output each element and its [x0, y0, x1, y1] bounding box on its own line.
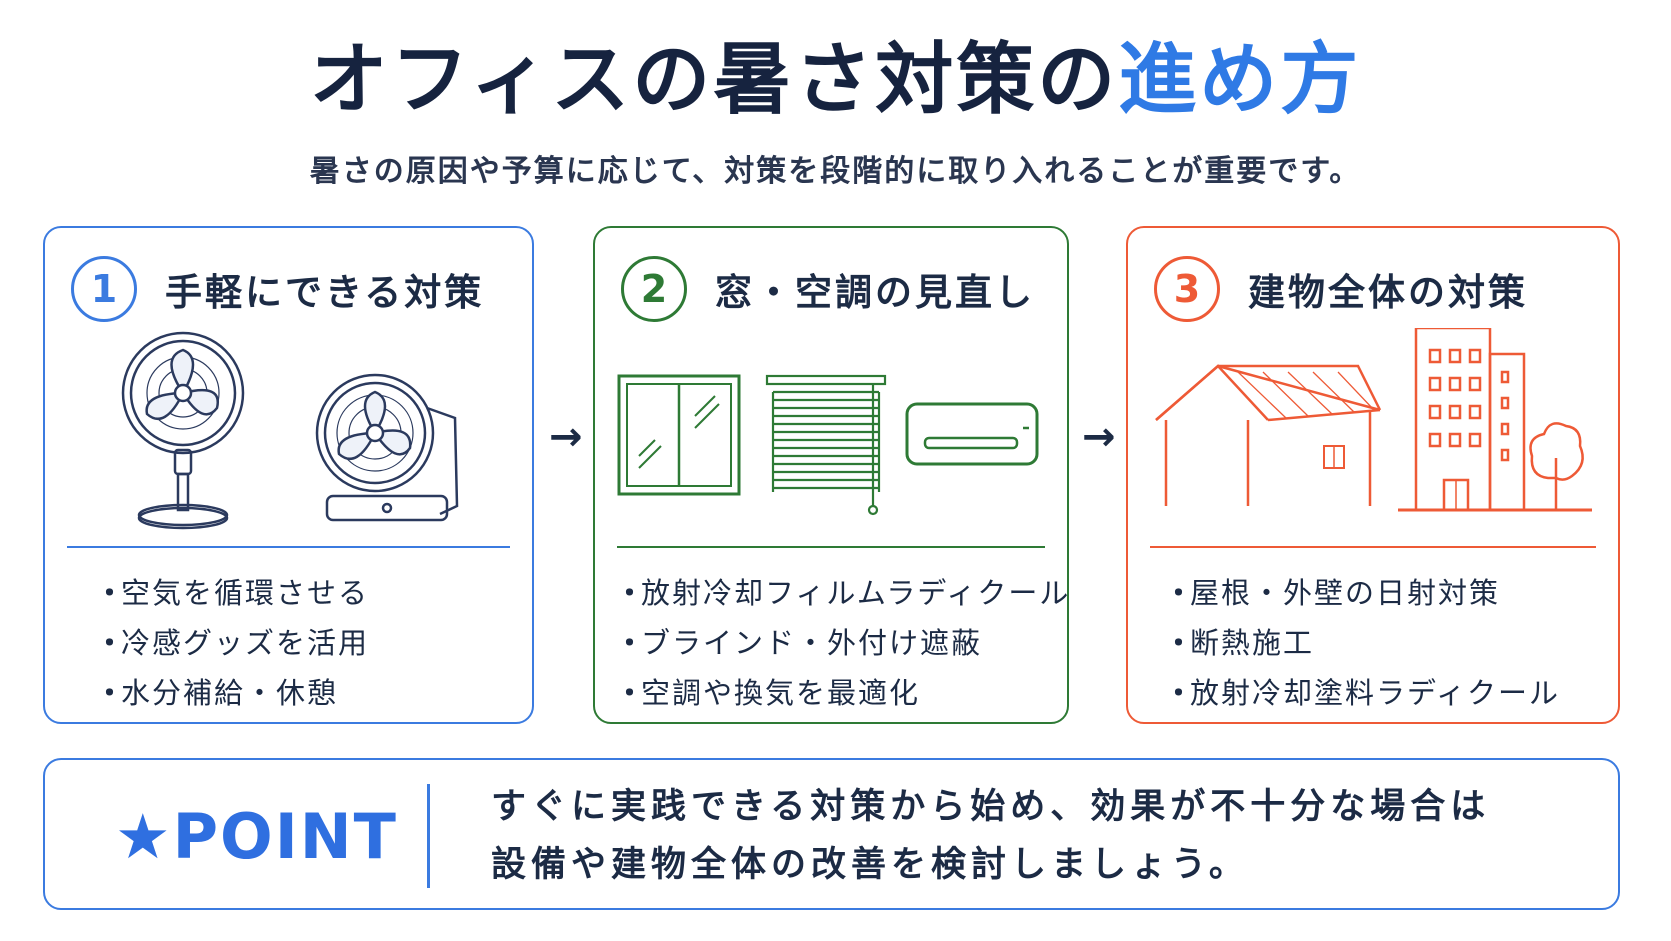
list-item: ・屋根・外壁の日射対策	[1164, 576, 1501, 610]
page-title: オフィスの暑さ対策の進め方	[0, 30, 1671, 130]
step-card-1: 1 手軽にできる対策	[43, 226, 534, 724]
page-subtitle: 暑さの原因や予算に応じて、対策を段階的に取り入れることが重要です。	[309, 154, 1362, 189]
point-box: ★POINT すぐに実践できる対策から始め、効果が不十分な場合は 設備や建物全体…	[43, 758, 1620, 910]
point-separator	[427, 784, 430, 888]
step-3-list: ・屋根・外壁の日射対策 ・断熱施工 ・放射冷却塗料ラディクール	[1164, 568, 1560, 718]
list-item: ・断熱施工	[1164, 626, 1315, 660]
air-conditioner-icon	[905, 402, 1039, 466]
house-icon	[1155, 364, 1382, 506]
step-1-number-badge: 1	[71, 256, 137, 322]
tree-icon	[1529, 422, 1584, 510]
list-item: ・放射冷却フィルムラディクール	[615, 576, 1071, 610]
stand-fan-icon	[121, 331, 245, 530]
window-icon	[617, 374, 741, 496]
step-3-title: 建物全体の対策	[1248, 271, 1528, 314]
page-title-main: オフィスの暑さ対策の	[309, 35, 1119, 125]
circulator-fan-icon	[315, 373, 459, 522]
point-label: ★POINT	[115, 800, 398, 873]
arrow-right-icon: →	[549, 414, 583, 460]
step-3-divider	[1150, 546, 1596, 548]
office-building-icon	[1398, 328, 1592, 512]
step-2-list: ・放射冷却フィルムラディクール ・ブラインド・外付け遮蔽 ・空調や換気を最適化	[615, 568, 1070, 718]
step-1-header: 1 手軽にできる対策	[71, 254, 484, 324]
list-item: ・空調や換気を最適化	[615, 676, 921, 710]
step-card-3: 3 建物全体の対策	[1126, 226, 1620, 724]
step-3-header: 3 建物全体の対策	[1154, 254, 1528, 324]
step-2-number-badge: 2	[621, 256, 687, 322]
list-item: ・放射冷却塗料ラディクール	[1164, 676, 1560, 710]
window-ac-illustration	[617, 374, 1039, 516]
list-item: ・水分補給・休憩	[95, 676, 339, 710]
arrow-right-icon: →	[1082, 414, 1116, 460]
buildings-illustration	[1155, 328, 1592, 512]
point-line-2: 設備や建物全体の改善を検討しましょう。	[491, 845, 1249, 885]
step-2-title: 窓・空調の見直し	[715, 271, 1035, 314]
step-1-title: 手軽にできる対策	[165, 271, 485, 314]
step-1-list: ・空気を循環させる ・冷感グッズを活用 ・水分補給・休憩	[95, 568, 369, 718]
page-title-accent: 進め方	[1118, 35, 1362, 125]
fans-illustration	[121, 331, 459, 530]
point-line-1: すぐに実践できる対策から始め、効果が不十分な場合は	[491, 787, 1491, 827]
step-card-2: 2 窓・空調の見直し	[593, 226, 1069, 724]
step-2-divider	[617, 546, 1045, 548]
step-1-divider	[67, 546, 510, 548]
step-3-number-badge: 3	[1154, 256, 1220, 322]
list-item: ・冷感グッズを活用	[95, 626, 370, 660]
list-item: ・空気を循環させる	[95, 576, 370, 610]
blinds-icon	[765, 374, 887, 516]
step-2-header: 2 窓・空調の見直し	[621, 254, 1035, 324]
list-item: ・ブラインド・外付け遮蔽	[615, 626, 983, 660]
point-text: すぐに実践できる対策から始め、効果が不十分な場合は 設備や建物全体の改善を検討し…	[491, 778, 1490, 894]
